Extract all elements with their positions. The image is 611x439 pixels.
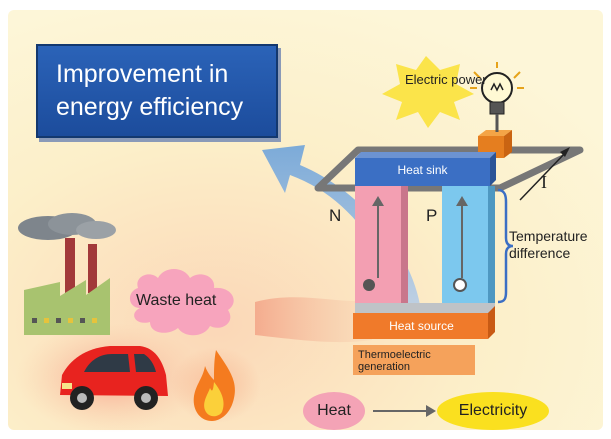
n-type-leg bbox=[355, 186, 408, 303]
light-bulb-icon bbox=[470, 62, 524, 132]
heat-sink bbox=[355, 152, 496, 186]
conversion-arrow-icon bbox=[373, 405, 436, 417]
heat-pill: Heat bbox=[303, 392, 365, 430]
waste-heat-cloud bbox=[129, 269, 234, 336]
banner-title: Improvement in energy efficiency bbox=[56, 58, 243, 124]
banner-line-2: energy efficiency bbox=[56, 93, 244, 121]
waste-heat-flow bbox=[255, 297, 372, 343]
banner-line-1: Improvement in bbox=[56, 60, 229, 88]
temperature-line-2: difference bbox=[509, 245, 571, 261]
temperature-bracket bbox=[497, 188, 514, 304]
heat-sink-label: Heat sink bbox=[397, 163, 448, 177]
electricity-pill: Electricity bbox=[437, 392, 549, 430]
current-arrow-icon bbox=[519, 147, 570, 201]
heat-source bbox=[353, 306, 495, 339]
p-type-leg bbox=[442, 186, 495, 303]
electric-power-burst bbox=[382, 56, 474, 128]
temperature-difference-label: Temperature difference bbox=[509, 228, 588, 262]
electric-power-label: Electric power bbox=[405, 72, 487, 87]
thermoelectric-line-2: generation bbox=[358, 361, 410, 373]
thermoelectric-box bbox=[353, 345, 475, 375]
bottom-connector bbox=[355, 303, 495, 313]
thermoelectric-generation-label: Thermoelectric generation bbox=[358, 349, 431, 373]
heat-source-label: Heat source bbox=[389, 319, 454, 333]
waste-heat-label: Waste heat bbox=[136, 292, 217, 309]
n-type-label: N bbox=[329, 206, 342, 225]
thermoelectric-line-1: Thermoelectric bbox=[358, 349, 431, 361]
efficiency-banner: Improvement in energy efficiency bbox=[36, 44, 278, 138]
p-type-label: P bbox=[426, 206, 438, 225]
flame-icon bbox=[193, 350, 235, 421]
temperature-line-1: Temperature bbox=[509, 228, 588, 244]
car-icon bbox=[60, 346, 168, 410]
factory-icon bbox=[18, 213, 116, 335]
current-label: I bbox=[541, 172, 547, 192]
